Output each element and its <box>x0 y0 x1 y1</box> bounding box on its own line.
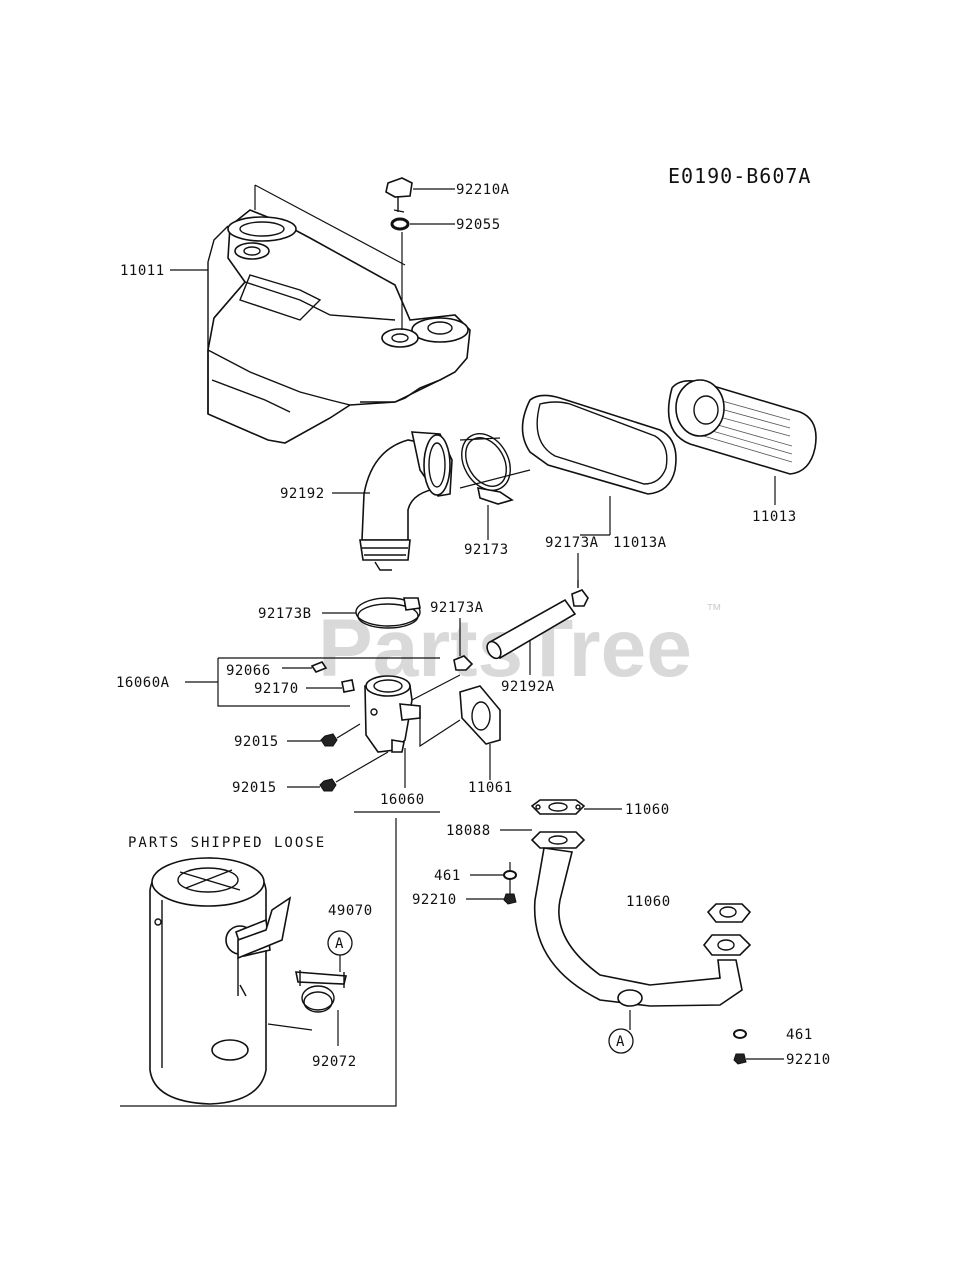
part-label-11061[interactable]: 11061 <box>468 780 513 796</box>
nut-92210-b[interactable] <box>733 1053 747 1065</box>
leader-11061 <box>419 712 491 780</box>
wing-bolt-92210A[interactable] <box>385 177 413 213</box>
trademark-symbol: ™ <box>706 602 722 619</box>
muffler-49070[interactable] <box>149 857 292 1105</box>
loose-section-title: PARTS SHIPPED LOOSE <box>128 835 326 851</box>
leader-92015-b <box>287 751 389 788</box>
part-label-16060A[interactable]: 16060A <box>116 675 170 691</box>
exhaust-pipe-18088[interactable] <box>530 831 752 1007</box>
explode-line-diag <box>254 184 406 266</box>
part-label-49070[interactable]: 49070 <box>328 903 373 919</box>
part-label-18088[interactable]: 18088 <box>446 823 491 839</box>
part-label-92173[interactable]: 92173 <box>464 542 509 558</box>
leader-92072 <box>267 1010 339 1046</box>
explode-line-elbow <box>459 437 531 489</box>
diagram-code: E0190-B607A <box>668 164 811 188</box>
part-label-11060-a[interactable]: 11060 <box>625 802 670 818</box>
svg-text:A: A <box>335 936 344 952</box>
loose-section-border <box>120 818 397 1107</box>
elbow-hose-92192[interactable] <box>359 431 453 571</box>
o-ring-92055[interactable] <box>390 217 410 231</box>
gasket-11061[interactable] <box>459 685 501 745</box>
part-label-92173B[interactable]: 92173B <box>258 606 312 622</box>
part-label-92066[interactable]: 92066 <box>226 663 271 679</box>
part-label-461-a[interactable]: 461 <box>434 868 461 884</box>
pre-filter-11013A[interactable] <box>521 394 677 495</box>
nut-92015-b[interactable] <box>319 778 337 792</box>
part-label-92210A[interactable]: 92210A <box>456 182 510 198</box>
ref-marker-a-loose: A <box>327 930 353 956</box>
breather-tube-92192A[interactable] <box>484 598 577 661</box>
part-label-92072[interactable]: 92072 <box>312 1054 357 1070</box>
nut-92210-a[interactable] <box>503 893 517 905</box>
air-filter-11013[interactable] <box>667 379 817 475</box>
part-label-16060[interactable]: 16060 <box>380 792 425 808</box>
muffler-clamp-92072[interactable] <box>295 970 348 1013</box>
bracket-16060A <box>185 657 440 707</box>
part-label-11013[interactable]: 11013 <box>752 509 797 525</box>
part-label-461-b[interactable]: 461 <box>786 1027 813 1043</box>
clip-92170[interactable] <box>341 679 355 693</box>
part-label-92173A-top[interactable]: 92173A <box>545 535 599 551</box>
part-label-11011[interactable]: 11011 <box>120 263 165 279</box>
explode-line-16060 <box>411 674 461 701</box>
part-label-92170[interactable]: 92170 <box>254 681 299 697</box>
part-label-92015-a[interactable]: 92015 <box>234 734 279 750</box>
part-label-92192A[interactable]: 92192A <box>501 679 555 695</box>
washer-461-b[interactable] <box>733 1029 747 1039</box>
part-label-92055[interactable]: 92055 <box>456 217 501 233</box>
part-label-11013A[interactable]: 11013A <box>613 535 667 551</box>
ref-marker-a-pipe: A <box>608 1028 634 1054</box>
small-clamp-92173A-top[interactable] <box>571 580 589 607</box>
part-label-92173A-mid[interactable]: 92173A <box>430 600 484 616</box>
part-label-11060-b[interactable]: 11060 <box>626 894 671 910</box>
nut-92015-a[interactable] <box>320 733 338 747</box>
leader-16060 <box>354 748 440 813</box>
part-label-92015-b[interactable]: 92015 <box>232 780 277 796</box>
leader-92015-a <box>287 723 361 742</box>
part-label-92210-a[interactable]: 92210 <box>412 892 457 908</box>
intake-pipe-16060[interactable] <box>364 675 421 753</box>
svg-text:A: A <box>616 1034 625 1050</box>
hose-clamp-92173[interactable] <box>452 425 520 505</box>
band-clamp-92173B[interactable] <box>355 597 421 629</box>
gasket-11060-upper[interactable] <box>530 799 586 815</box>
part-label-92192[interactable]: 92192 <box>280 486 325 502</box>
small-clamp-92173A-mid[interactable] <box>453 655 474 671</box>
leader-11013A <box>580 496 611 536</box>
air-cleaner-housing-11011[interactable] <box>207 209 471 444</box>
part-label-92210-b[interactable]: 92210 <box>786 1052 831 1068</box>
washer-461-a[interactable] <box>503 870 517 880</box>
pin-92066[interactable] <box>310 661 328 673</box>
